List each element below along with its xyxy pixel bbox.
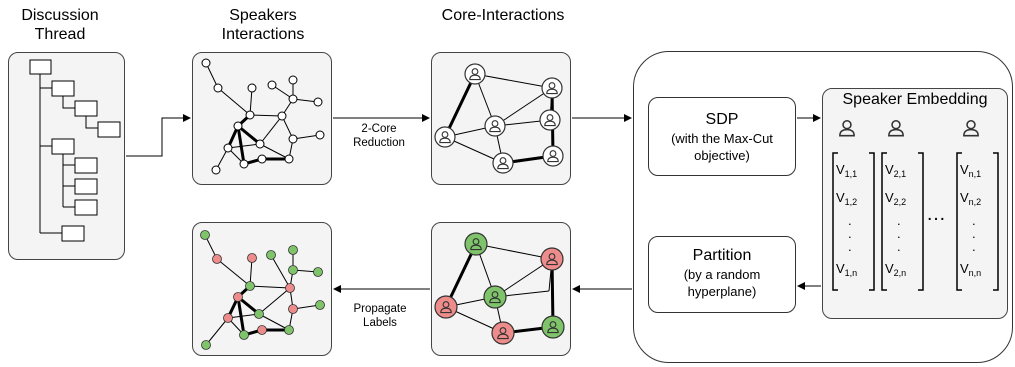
sdp-box: SDP (with the Max-Cut objective)	[648, 97, 796, 176]
thread-tree	[29, 59, 121, 242]
vector-1-dot-1: .	[848, 213, 852, 228]
partition-box: Partition (by a random hyperplane)	[648, 236, 796, 313]
vector-1-entry-2: V1,2	[836, 190, 858, 207]
vector-1-dot-3: .	[848, 239, 852, 254]
flow-arrows	[126, 114, 821, 293]
vector-brackets	[832, 152, 999, 291]
partition-title: Partition	[692, 247, 752, 264]
vector-2-entry-2: V2,2	[885, 190, 907, 207]
vector-2: V2,1 V2,2 . . . V2,n	[885, 158, 906, 285]
vector-2-dot-3: .	[897, 239, 901, 254]
vector-n-dot-3: .	[972, 239, 976, 254]
core-interactions-title: Core-Interactions	[441, 7, 565, 24]
vector-1-entry-n: V1,n	[836, 261, 858, 278]
propagate-labels-label: Propagate Labels	[353, 303, 407, 329]
vector-2-dot-2: .	[897, 226, 901, 241]
vector-2-dot-1: .	[897, 213, 901, 228]
speakers-graph	[201, 58, 325, 175]
vector-n-entry-n: Vn,n	[960, 261, 982, 278]
core-graph	[434, 63, 564, 174]
speakers-interactions-title: Speakers Interactions	[221, 7, 305, 43]
partition-subtitle: (by a random hyperplane)	[683, 267, 761, 299]
core-colored-graph	[434, 232, 565, 345]
sdp-title: SDP	[705, 111, 739, 128]
embedding-speaker-icons	[839, 119, 979, 137]
vector-n-entry-1: Vn,1	[960, 162, 982, 179]
vector-1: V1,1 V1,2 . . . V1,n	[836, 158, 857, 285]
core-reduction-label: 2-Core Reduction	[353, 123, 405, 149]
vector-n-dot-2: .	[972, 226, 976, 241]
vector-2-entry-n: V2,n	[885, 261, 907, 278]
vectors-ellipsis: …	[926, 203, 947, 225]
sdp-subtitle: (with the Max-Cut objective)	[671, 131, 773, 163]
vector-1-dot-2: .	[848, 226, 852, 241]
vector-n: Vn,1 Vn,2 . . . Vn,n	[960, 158, 981, 285]
speaker-embedding-panel	[822, 88, 1008, 319]
vector-n-dot-1: .	[972, 213, 976, 228]
discussion-thread-title: Discussion Thread	[21, 7, 99, 43]
vector-n-entry-2: Vn,2	[960, 190, 982, 207]
speaker-embedding-title: Speaker Embedding	[842, 91, 988, 108]
vector-2-entry-1: V2,1	[885, 162, 907, 179]
propagated-graph	[200, 230, 325, 350]
vector-1-entry-1: V1,1	[836, 162, 858, 179]
